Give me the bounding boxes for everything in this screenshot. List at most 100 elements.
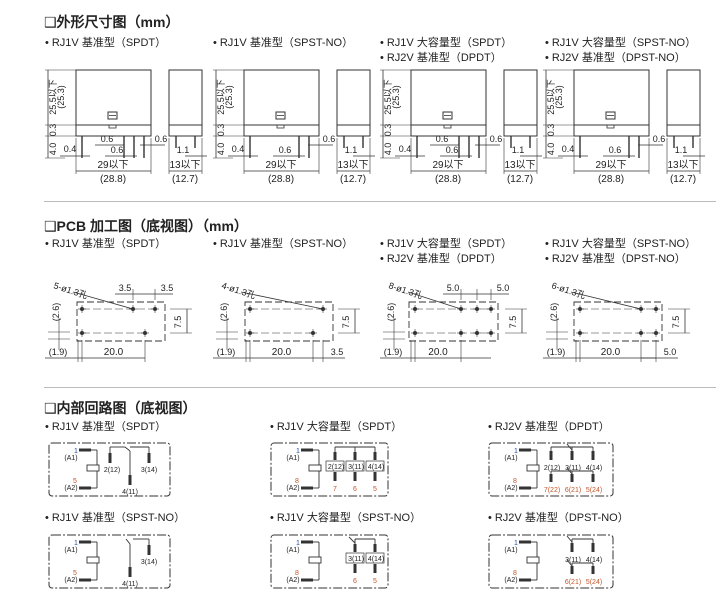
pin-label: 4(14) bbox=[586, 557, 602, 564]
height-label: 25.5以下 bbox=[546, 79, 556, 115]
contact-blade bbox=[566, 443, 573, 451]
height-ref-label: (25.3) bbox=[554, 85, 564, 109]
depth-ref-label: (12.7) bbox=[172, 174, 198, 185]
height-ref-label: (25.3) bbox=[224, 85, 234, 109]
pcb-label: RJ2V 基准型（DPDT） bbox=[380, 250, 502, 266]
tab bbox=[606, 124, 615, 129]
pitch-label: 5.0 bbox=[497, 283, 510, 293]
hole-spec-label: 6-ø1.3孔 bbox=[550, 280, 586, 300]
leader-line bbox=[240, 291, 324, 310]
pin-width-label: 1.1 bbox=[177, 145, 190, 155]
width-ref-label: (28.8) bbox=[598, 174, 624, 185]
thickness-label: 0.3 bbox=[216, 124, 226, 137]
span-label: 20.0 bbox=[428, 347, 448, 358]
depth-ref-label: (12.7) bbox=[670, 174, 696, 185]
pin-label: 5 bbox=[73, 570, 77, 577]
window-marker bbox=[442, 111, 453, 120]
pin-label: 1 bbox=[514, 448, 518, 455]
edge-label: (1.9) bbox=[547, 347, 566, 357]
contact-frame bbox=[345, 460, 365, 472]
pin-label: 1 bbox=[514, 540, 518, 547]
coil bbox=[86, 464, 100, 472]
relay-body-side bbox=[336, 69, 371, 137]
pin-label: 1 bbox=[296, 540, 300, 547]
relay-body-side bbox=[666, 69, 701, 137]
pin-label: (A1) bbox=[504, 547, 517, 554]
circuit-diagram: 1(A1)8(A2)2(12)73(11)64(14)5 bbox=[270, 442, 389, 497]
pin-label: 3(11) bbox=[348, 464, 364, 471]
row-offset-label: (2.6) bbox=[549, 303, 559, 322]
height-label: 25.5以下 bbox=[216, 79, 226, 115]
circuit-frame bbox=[488, 534, 614, 589]
outline-label: RJ1V 大容量型（SPST-NO） bbox=[545, 34, 696, 50]
leader-line bbox=[72, 291, 134, 310]
pin-label: (A2) bbox=[504, 485, 517, 492]
relay-outline bbox=[244, 301, 334, 342]
coil bbox=[526, 464, 540, 472]
outline-label: RJ1V 基准型（SPDT） bbox=[45, 34, 166, 50]
pitch-label: 3.5 bbox=[331, 347, 344, 357]
pin-offset-label: 0.4 bbox=[399, 144, 412, 154]
width-label: 29以下 bbox=[432, 160, 463, 171]
pin-length-label: 4.0 bbox=[216, 143, 226, 156]
pitch-label: 0.6 bbox=[279, 145, 292, 155]
contact-blade bbox=[566, 535, 573, 543]
pin-length-label: 4.0 bbox=[546, 143, 556, 156]
thickness-label: 0.3 bbox=[383, 124, 393, 137]
relay-body-front bbox=[75, 69, 152, 137]
pitch-label: 0.6 bbox=[323, 134, 336, 144]
outline-label: RJ1V 大容量型（SPDT） bbox=[380, 34, 512, 50]
pin-label: 5 bbox=[373, 486, 377, 493]
pin-label: 3(11) bbox=[348, 556, 364, 563]
tab bbox=[443, 124, 452, 129]
pin-label: 5 bbox=[373, 578, 377, 585]
row-pitch-label: 7.5 bbox=[508, 316, 518, 329]
outline-label: RJ2V 基准型（DPST-NO） bbox=[545, 49, 686, 65]
thickness-label: 0.3 bbox=[48, 124, 58, 137]
outline-label: RJ1V 基准型（SPST-NO） bbox=[213, 34, 353, 50]
pin-label: 3(11) bbox=[565, 465, 581, 472]
pitch-label: 0.6 bbox=[490, 134, 503, 144]
edge-label: (1.9) bbox=[217, 347, 236, 357]
pin-label: 2(12) bbox=[104, 467, 120, 474]
width-ref-label: (28.8) bbox=[100, 174, 126, 185]
pitch-label: 0.6 bbox=[436, 134, 449, 144]
relay-body-side bbox=[503, 69, 538, 137]
pin-label: 6(21) bbox=[565, 487, 581, 494]
relay-outline bbox=[76, 301, 166, 342]
circuit-label: RJ1V 基准型（SPST-NO） bbox=[45, 509, 185, 525]
contact-frame bbox=[365, 552, 385, 564]
depth-label: 13以下 bbox=[169, 160, 200, 171]
circuit-label: RJ2V 基准型（DPST-NO） bbox=[488, 509, 629, 525]
section-title-pcb: ❑PCB 加工图（底视图）（mm） bbox=[44, 218, 248, 234]
width-label: 29以下 bbox=[97, 160, 128, 171]
pin-label: (A1) bbox=[504, 455, 517, 462]
section-title-circuit: ❑内部回路图（底视图） bbox=[44, 400, 197, 416]
pin-label: 1 bbox=[74, 540, 78, 547]
divider bbox=[44, 201, 716, 202]
window-marker bbox=[275, 111, 286, 120]
pcb-label: RJ1V 大容量型（SPDT） bbox=[380, 235, 512, 251]
circuit-diagram: 1(A1)8(A2)3(11)64(14)5 bbox=[270, 534, 389, 589]
pin-label: 1 bbox=[74, 448, 78, 455]
pin-label: 8 bbox=[295, 478, 299, 485]
pin-label: (A1) bbox=[286, 547, 299, 554]
pitch-label: 0.6 bbox=[609, 145, 622, 155]
pin-label: 4(11) bbox=[122, 489, 138, 496]
relay-outline bbox=[573, 301, 663, 342]
pin-label: 5(24) bbox=[586, 487, 602, 494]
pin-label: 6 bbox=[353, 578, 357, 585]
edge-label: (1.9) bbox=[384, 347, 403, 357]
pin-label: 6 bbox=[353, 486, 357, 493]
pin-length-label: 4.0 bbox=[48, 143, 58, 156]
depth-ref-label: (12.7) bbox=[507, 174, 533, 185]
contact-frame bbox=[345, 552, 365, 564]
hole-spec-label: 5-ø1.3孔 bbox=[52, 280, 88, 300]
pin-label: 1 bbox=[296, 448, 300, 455]
pin-label: (A1) bbox=[286, 455, 299, 462]
pin-label: 3(11) bbox=[565, 557, 581, 564]
pin-label: 2(12) bbox=[328, 464, 344, 471]
coil bbox=[308, 556, 322, 564]
